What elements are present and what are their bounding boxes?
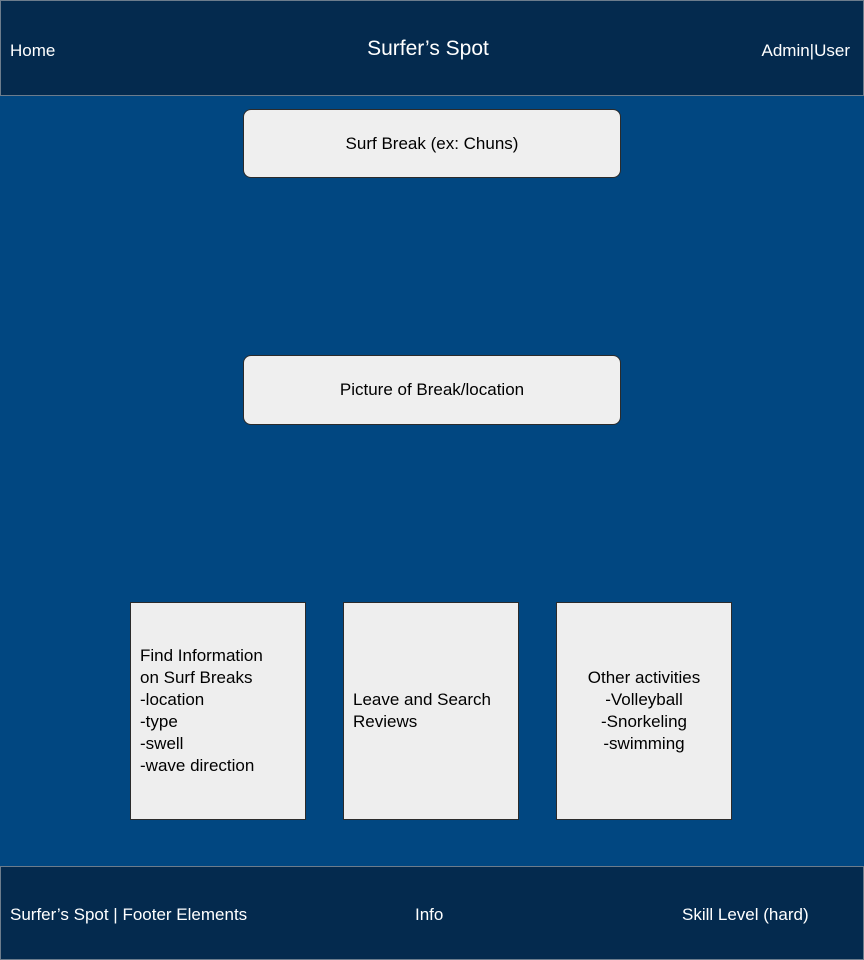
footer-elements-text: Surfer’s Spot | Footer Elements	[10, 905, 248, 924]
site-title: Surfer’s Spot	[367, 37, 489, 60]
surf-break-label: Surf Break (ex: Chuns)	[345, 133, 519, 153]
card-text: Other activities -Volleyball -Snorkeling…	[587, 668, 701, 753]
surf-break-box: Surf Break (ex: Chuns)	[243, 109, 621, 178]
card-reviews[interactable]: Leave and Search Reviews	[343, 602, 519, 820]
card-surf-break-info[interactable]: Find Information on Surf Breaks -locatio…	[130, 602, 306, 820]
picture-label: Picture of Break/location	[339, 380, 525, 399]
card-other-activities[interactable]: Other activities -Volleyball -Snorkeling…	[556, 602, 732, 820]
admin-user-link[interactable]: Admin|User	[761, 41, 851, 60]
card-text: Find Information on Surf Breaks -locatio…	[140, 646, 263, 775]
card-text: Leave and Search Reviews	[353, 690, 491, 731]
break-picture-placeholder: Picture of Break/location	[243, 355, 621, 425]
site-header: Home Surfer’s Spot Admin|User	[0, 0, 864, 96]
home-link[interactable]: Home	[10, 41, 56, 60]
footer-skill-level: Skill Level (hard)	[682, 905, 809, 924]
footer-info-link[interactable]: Info	[415, 905, 444, 924]
site-footer: Surfer’s Spot | Footer Elements Info Ski…	[0, 866, 864, 960]
